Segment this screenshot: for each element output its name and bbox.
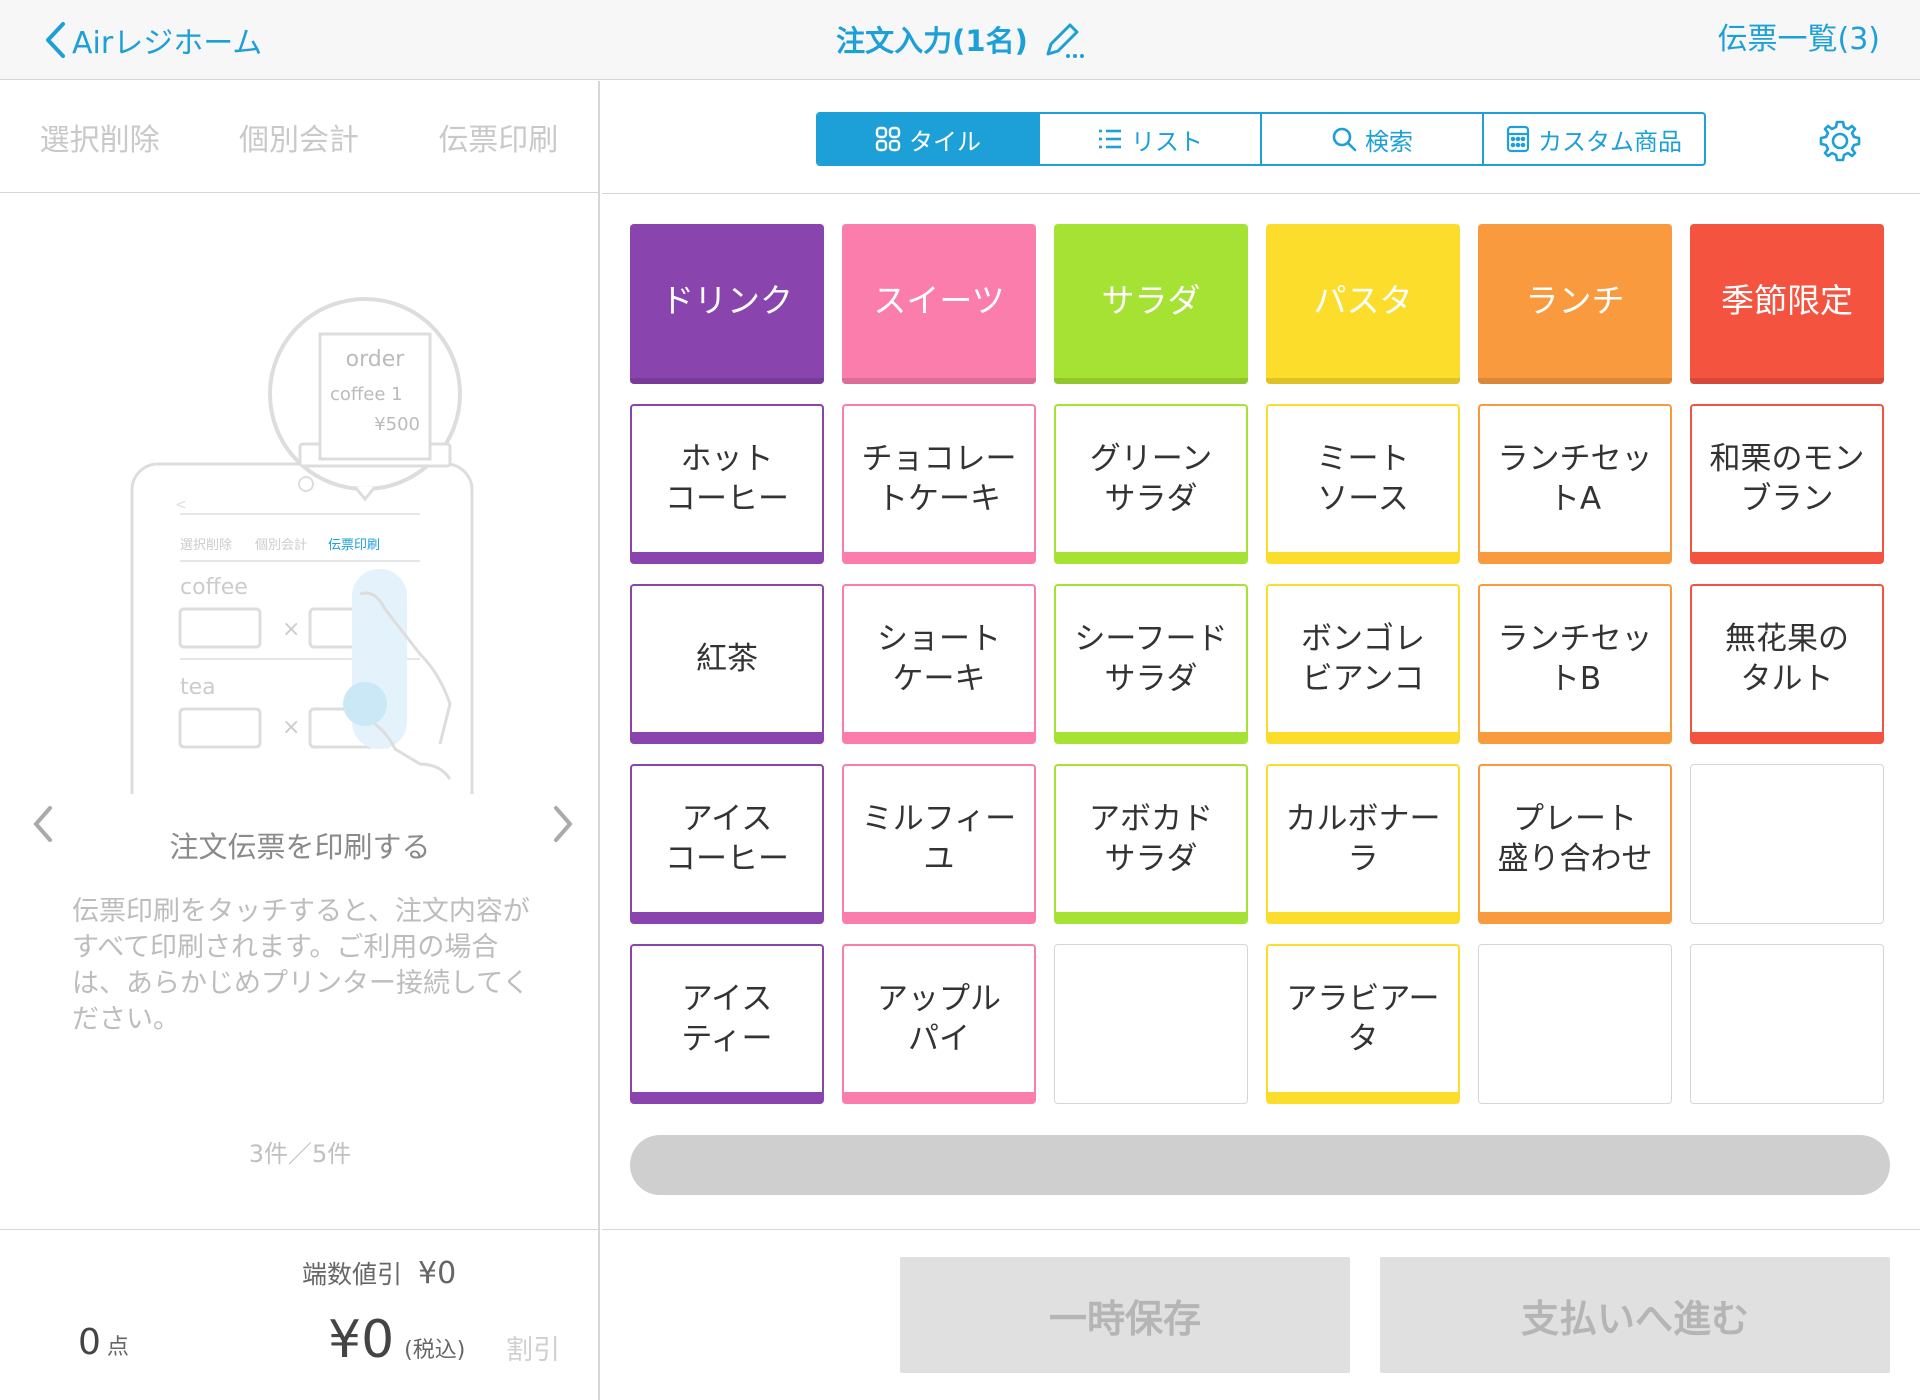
- mini-item-2: tea: [180, 675, 216, 700]
- print-slip-button[interactable]: 伝票印刷: [438, 122, 559, 158]
- tab-list[interactable]: リスト: [1040, 114, 1262, 164]
- category-tile[interactable]: パスタ: [1266, 224, 1460, 384]
- product-tile[interactable]: 無花果の タルト: [1690, 584, 1884, 744]
- product-tile[interactable]: アボカド サラダ: [1054, 764, 1248, 924]
- tab-search[interactable]: 検索: [1262, 114, 1484, 164]
- fraction-discount-value: ¥0: [418, 1256, 457, 1291]
- slip-list-link[interactable]: 伝票一覧(3): [1717, 22, 1881, 57]
- item-count-value: 0: [78, 1322, 101, 1363]
- title-text: 注文入力(1名): [836, 24, 1028, 58]
- divider: [602, 1229, 1920, 1230]
- grid-scrollbar[interactable]: [630, 1135, 1890, 1195]
- order-total: ¥0 (税込): [328, 1310, 465, 1370]
- tab-custom-item-label: カスタム商品: [1538, 127, 1682, 156]
- proceed-to-payment-button[interactable]: 支払いへ進む: [1380, 1257, 1890, 1373]
- product-tile[interactable]: ミート ソース: [1266, 404, 1460, 564]
- chevron-left-icon: [46, 22, 65, 58]
- tab-custom-item[interactable]: カスタム商品: [1484, 114, 1704, 164]
- product-tile[interactable]: チョコレー トケーキ: [842, 404, 1036, 564]
- calculator-icon: [1506, 125, 1530, 153]
- tutorial-next-arrow[interactable]: [544, 794, 584, 854]
- category-tile[interactable]: サラダ: [1054, 224, 1248, 384]
- tutorial-description: 伝票印刷をタッチすると、注文内容がすべて印刷されます。ご利用の場合は、あらかじめ…: [72, 896, 530, 1035]
- product-tile[interactable]: アイス ティー: [630, 944, 824, 1104]
- search-icon: [1332, 127, 1357, 152]
- empty-tile: [1690, 944, 1884, 1104]
- tutorial-panel: < 選択削除 個別会計 伝票印刷 coffee × tea × o: [0, 194, 600, 1228]
- receipt-title: order: [346, 347, 406, 372]
- view-mode-tabs: タイル リスト 検索 カスタム商品: [816, 112, 1706, 166]
- tab-tile-label: タイル: [909, 127, 981, 156]
- product-tile[interactable]: ミルフィー ユ: [842, 764, 1036, 924]
- order-actions: 選択削除 個別会計 伝票印刷: [0, 81, 598, 193]
- gear-icon[interactable]: [1816, 118, 1862, 164]
- mini-action-3: 伝票印刷: [328, 538, 380, 553]
- empty-tile: [1478, 944, 1672, 1104]
- product-tile[interactable]: ホット コーヒー: [630, 404, 824, 564]
- category-tile[interactable]: 季節限定: [1690, 224, 1884, 384]
- tutorial-title: 注文伝票を印刷する: [169, 830, 431, 864]
- tutorial-prev-arrow[interactable]: [22, 794, 62, 854]
- svg-text:<: <: [175, 497, 187, 513]
- product-tile[interactable]: アイス コーヒー: [630, 764, 824, 924]
- receipt-line: coffee 1: [330, 384, 403, 405]
- fraction-discount: 端数値引 ¥0: [302, 1255, 456, 1291]
- empty-tile: [1054, 944, 1248, 1104]
- mini-action-2: 個別会計: [255, 537, 307, 553]
- product-tile[interactable]: シーフード サラダ: [1054, 584, 1248, 744]
- mini-action-1: 選択削除: [180, 538, 232, 553]
- order-total-value: ¥0: [328, 1310, 395, 1370]
- mini-item-1: coffee: [180, 575, 248, 600]
- fraction-discount-label: 端数値引: [302, 1260, 403, 1289]
- product-tile[interactable]: ランチセッ トB: [1478, 584, 1672, 744]
- product-tile[interactable]: ボンゴレ ビアンコ: [1266, 584, 1460, 744]
- split-bill-button[interactable]: 個別会計: [238, 122, 359, 158]
- order-summary: [0, 1229, 598, 1400]
- product-tile[interactable]: 紅茶: [630, 584, 824, 744]
- product-tile[interactable]: アラビアー タ: [1266, 944, 1460, 1104]
- tab-search-label: 検索: [1365, 127, 1413, 156]
- edit-icon[interactable]: [1042, 18, 1084, 60]
- product-tile[interactable]: 和栗のモン ブラン: [1690, 404, 1884, 564]
- delete-selected-button[interactable]: 選択削除: [39, 122, 160, 158]
- product-tile[interactable]: グリーン サラダ: [1054, 404, 1248, 564]
- tab-list-label: リスト: [1131, 127, 1203, 156]
- product-tile[interactable]: カルボナー ラ: [1266, 764, 1460, 924]
- tile-icon: [875, 126, 901, 152]
- product-tile[interactable]: アップル パイ: [842, 944, 1036, 1104]
- item-count-unit: 点: [106, 1335, 129, 1360]
- svg-text:×: ×: [282, 617, 300, 642]
- product-tile[interactable]: ショート ケーキ: [842, 584, 1036, 744]
- hold-order-button[interactable]: 一時保存: [900, 1257, 1350, 1373]
- back-label: Airレジホーム: [72, 26, 263, 61]
- tutorial-pager: 3件／5件: [248, 1140, 352, 1168]
- product-tile[interactable]: プレート 盛り合わせ: [1478, 764, 1672, 924]
- discount-button[interactable]: 割引: [506, 1335, 560, 1366]
- svg-text:×: ×: [282, 715, 300, 740]
- product-tile[interactable]: ランチセッ トA: [1478, 404, 1672, 564]
- tax-note: (税込): [404, 1338, 466, 1363]
- divider: [602, 193, 1920, 194]
- list-icon: [1099, 129, 1121, 149]
- tab-tile[interactable]: タイル: [818, 114, 1040, 164]
- category-tile[interactable]: ランチ: [1478, 224, 1672, 384]
- order-pane: 選択削除 個別会計 伝票印刷 < 選択削除 個別会計 伝票印刷 coffee ×…: [0, 81, 600, 1400]
- back-button[interactable]: Airレジホーム: [44, 18, 262, 62]
- category-tile[interactable]: ドリンク: [630, 224, 824, 384]
- page-title: 注文入力(1名): [0, 18, 1920, 60]
- print-tutorial-illustration: < 選択削除 個別会計 伝票印刷 coffee × tea × o: [130, 297, 474, 794]
- category-tile[interactable]: スイーツ: [842, 224, 1036, 384]
- empty-tile: [1690, 764, 1884, 924]
- top-bar: Airレジホーム 注文入力(1名) 伝票一覧(3): [0, 0, 1920, 80]
- receipt-price: ¥500: [374, 414, 420, 435]
